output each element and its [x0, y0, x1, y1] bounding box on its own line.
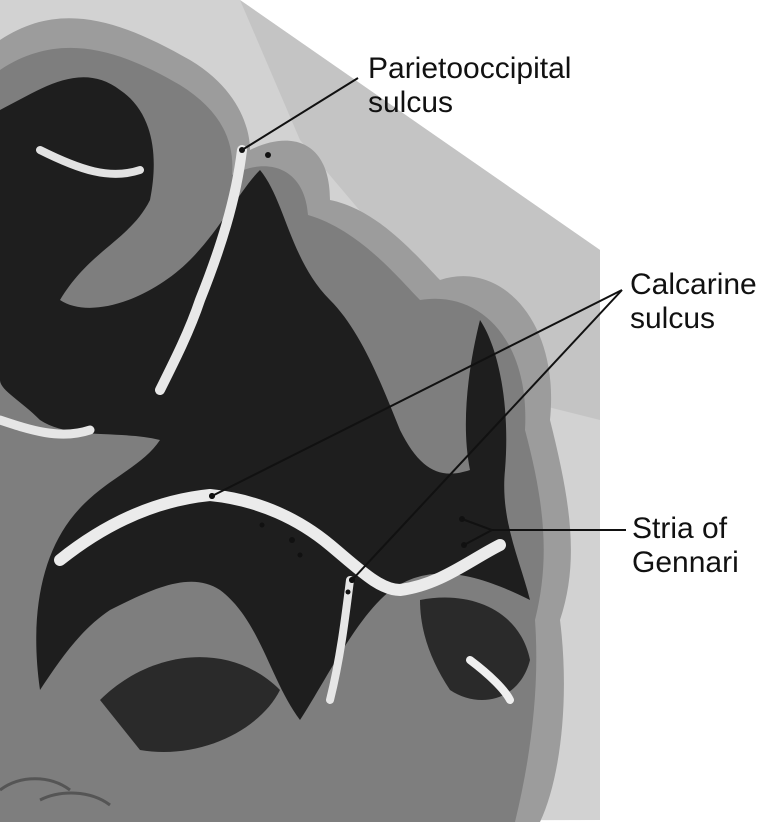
label-calcarine-line1: Calcarine	[630, 268, 757, 301]
calcarine-sulcus-groove	[54, 488, 506, 597]
label-calcarine-sulcus: Calcarine sulcus	[630, 268, 757, 336]
lower-right-gyrus-sulcus	[466, 656, 514, 704]
parietooccipital-sulcus-groove	[155, 145, 247, 395]
parietooccipital-leader-line	[241, 77, 359, 151]
label-stria-line1: Stria of	[632, 512, 728, 545]
label-parietooccipital-line1: Parietooccipital	[368, 52, 572, 85]
upper-left-sulcus-groove	[36, 146, 144, 178]
label-stria-of-gennari: Stria of Gennari	[632, 512, 739, 580]
label-calcarine-line2: sulcus	[630, 302, 716, 335]
lower-gyrus-core	[100, 657, 280, 752]
calcarine-leader-line-1	[211, 289, 623, 497]
left-mid-sulcus-groove	[0, 415, 95, 439]
white-matter-core	[0, 77, 530, 720]
leader-lines	[211, 77, 626, 581]
label-stria-line2: Gennari	[632, 546, 739, 579]
film-edge-marks	[0, 777, 111, 807]
label-parietooccipital-sulcus: Parietooccipital sulcus	[368, 52, 571, 120]
leader-endpoints	[209, 147, 355, 583]
lower-right-gyrus-core	[420, 597, 530, 700]
calcarine-leader-line-2	[351, 289, 623, 581]
stria-leader-bracket	[461, 518, 495, 546]
label-parietooccipital-line2: sulcus	[368, 86, 454, 119]
